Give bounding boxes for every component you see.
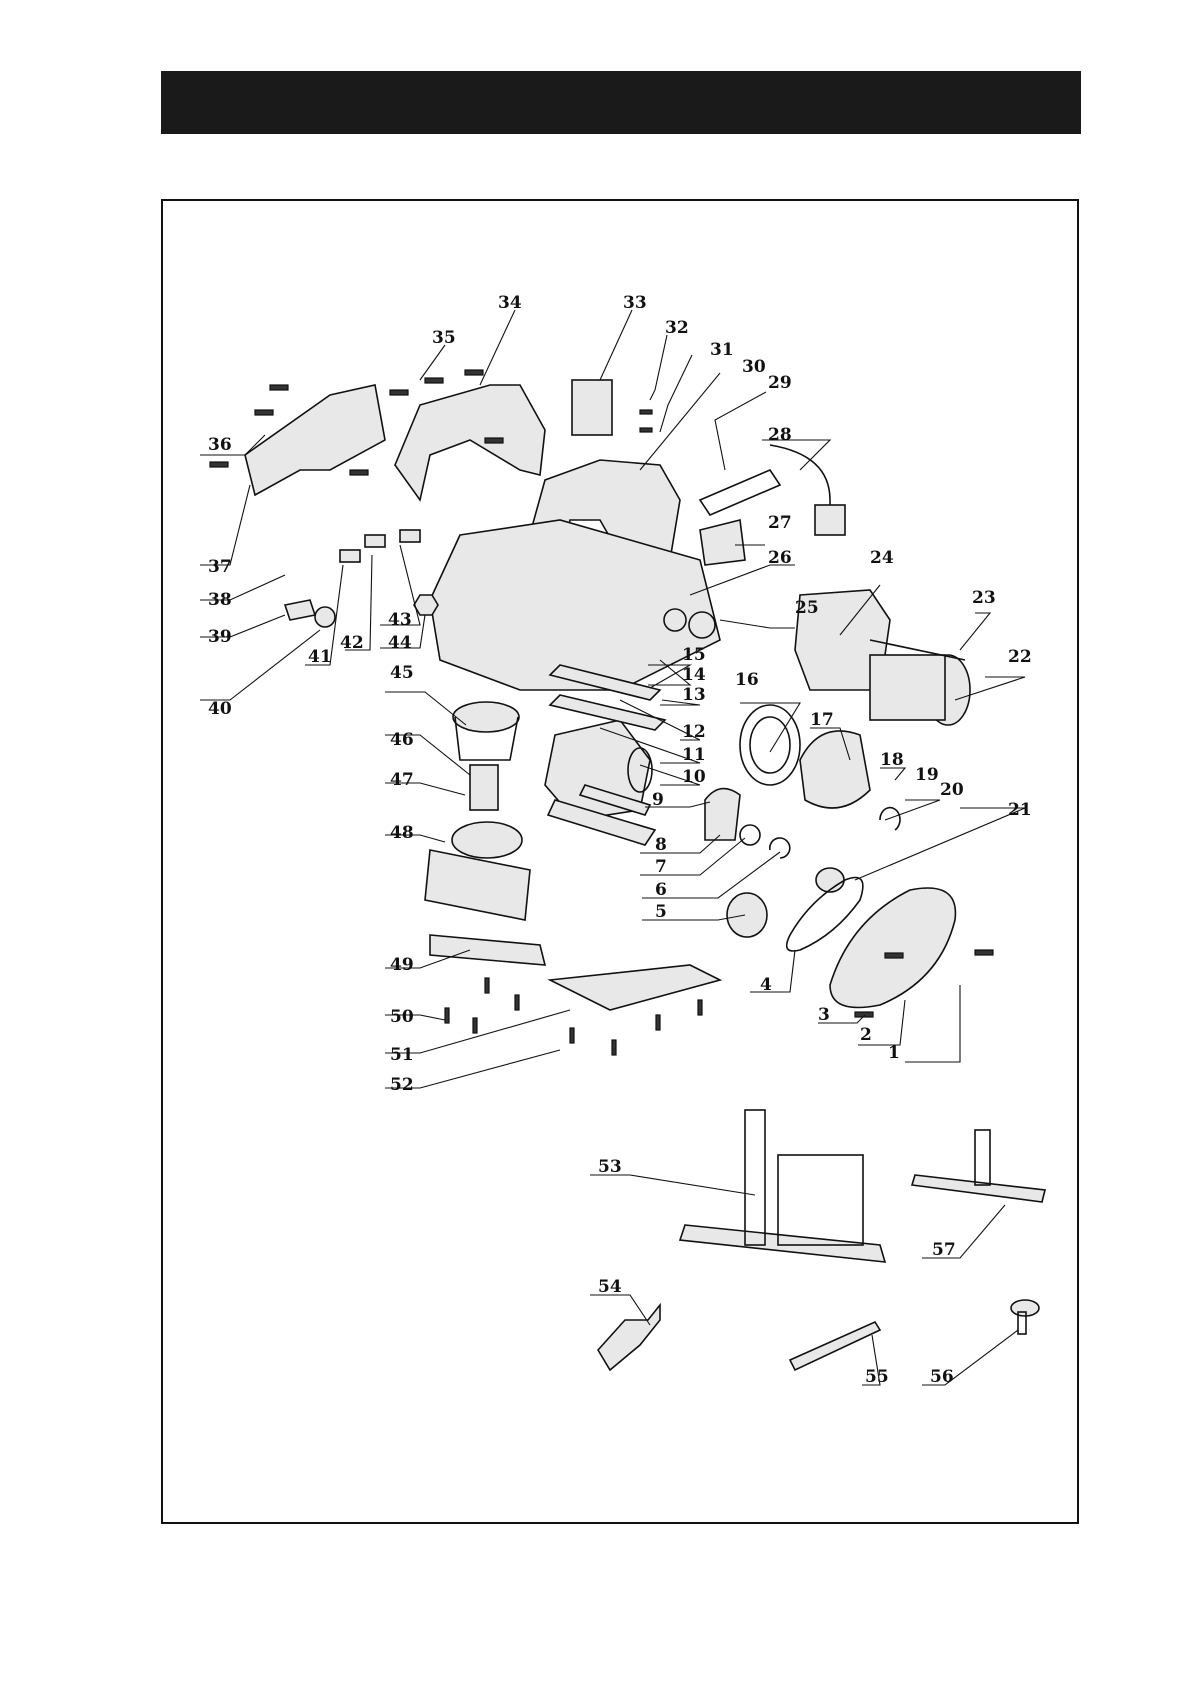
base-plate-part	[550, 965, 720, 1010]
bearing-part	[689, 612, 715, 638]
part-label-45: 45	[390, 663, 414, 683]
part-label-14: 14	[682, 665, 706, 685]
knob-part	[1011, 1300, 1039, 1316]
part-label-6: 6	[655, 880, 667, 900]
part-label-40: 40	[208, 699, 232, 719]
part-label-35: 35	[432, 328, 456, 348]
washer-part	[740, 825, 760, 845]
part-label-12: 12	[682, 722, 706, 742]
adjustment-shaft-part	[470, 765, 498, 810]
part-label-25: 25	[795, 598, 819, 618]
bearing-holder-part	[800, 731, 870, 808]
part-label-56: 56	[930, 1367, 954, 1387]
part-label-10: 10	[682, 767, 706, 787]
part-label-36: 36	[208, 435, 232, 455]
part-label-23: 23	[972, 588, 996, 608]
part-label-44: 44	[388, 633, 412, 653]
pulley-part	[727, 893, 767, 937]
part-label-30: 30	[742, 357, 766, 377]
top-cover-part	[395, 385, 545, 500]
part-label-8: 8	[655, 835, 667, 855]
part-label-43: 43	[388, 610, 412, 630]
part-label-16: 16	[735, 670, 759, 690]
belt-cover-part	[830, 888, 955, 1008]
part-label-13: 13	[682, 685, 706, 705]
part-label-32: 32	[665, 318, 689, 338]
circlip-part	[880, 808, 900, 830]
part-label-15: 15	[682, 645, 706, 665]
part-label-18: 18	[880, 750, 904, 770]
part-label-49: 49	[390, 955, 414, 975]
part-label-17: 17	[810, 710, 834, 730]
part-label-42: 42	[340, 633, 364, 653]
brush-holder-part	[400, 530, 420, 542]
part-label-11: 11	[682, 745, 706, 765]
nut-part	[414, 595, 438, 615]
part-label-41: 41	[308, 647, 332, 667]
part-label-39: 39	[208, 627, 232, 647]
plug-part	[815, 505, 845, 535]
part-label-37: 37	[208, 557, 232, 577]
part-label-24: 24	[870, 548, 894, 568]
armature-core-part	[870, 655, 945, 720]
brush-holder-part	[365, 535, 385, 547]
rear-cover-part	[245, 385, 385, 495]
bracket-part	[598, 1305, 660, 1370]
part-label-38: 38	[208, 590, 232, 610]
cord-clamp-part	[700, 520, 745, 565]
nut-part	[315, 607, 335, 627]
part-label-3: 3	[818, 1005, 830, 1025]
bearing-part	[664, 609, 686, 631]
switch-part	[572, 380, 612, 435]
part-label-54: 54	[598, 1277, 622, 1297]
depth-knob-part	[425, 850, 530, 920]
part-label-55: 55	[865, 1367, 889, 1387]
part-label-19: 19	[915, 765, 939, 785]
part-label-20: 20	[940, 780, 964, 800]
part-label-46: 46	[390, 730, 414, 750]
part-label-26: 26	[768, 548, 792, 568]
part-label-4: 4	[760, 975, 772, 995]
part-label-50: 50	[390, 1007, 414, 1027]
part-label-29: 29	[768, 373, 792, 393]
front-plate-part	[430, 935, 545, 965]
part-label-7: 7	[655, 857, 667, 877]
brush-holder-part	[340, 550, 360, 562]
part-label-47: 47	[390, 770, 414, 790]
parallel-guide-part	[680, 1225, 885, 1262]
part-label-2: 2	[860, 1025, 872, 1045]
part-label-57: 57	[932, 1240, 956, 1260]
part-label-9: 9	[652, 790, 664, 810]
part-label-21: 21	[1008, 800, 1032, 820]
part-label-5: 5	[655, 902, 667, 922]
part-label-22: 22	[1008, 647, 1032, 667]
part-label-53: 53	[598, 1157, 622, 1177]
part-label-1: 1	[888, 1043, 900, 1063]
parts-drawing	[210, 370, 1045, 1370]
cable-sleeve-part	[700, 470, 780, 515]
part-label-33: 33	[623, 293, 647, 313]
depth-guide-part	[912, 1175, 1045, 1202]
dust-nozzle-part	[453, 702, 519, 732]
part-label-48: 48	[390, 823, 414, 843]
bearing-cover-part	[705, 789, 740, 840]
part-label-52: 52	[390, 1075, 414, 1095]
pulley-part	[816, 868, 844, 892]
part-label-28: 28	[768, 425, 792, 445]
terminal-part	[285, 600, 315, 620]
part-label-34: 34	[498, 293, 522, 313]
part-label-51: 51	[390, 1045, 414, 1065]
wrench-part	[790, 1322, 880, 1370]
part-label-31: 31	[710, 340, 734, 360]
part-label-27: 27	[768, 513, 792, 533]
